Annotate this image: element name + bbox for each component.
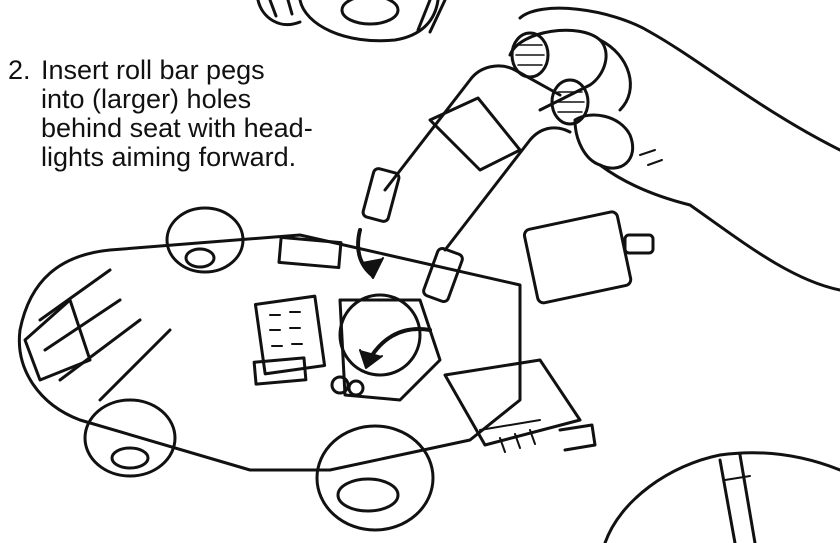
wheel-rear-right-icon bbox=[317, 426, 433, 530]
roll-bar-icon bbox=[362, 30, 606, 303]
buggy-chassis-icon bbox=[19, 235, 520, 470]
instruction-line-1: 2.Insert roll bar pegs bbox=[8, 56, 368, 85]
wheel-rear-left-icon bbox=[85, 400, 175, 476]
step-number: 2. bbox=[8, 56, 41, 85]
instruction-step: 2.Insert roll bar pegs into (larger) hol… bbox=[8, 56, 368, 172]
instruction-line-4: lights aiming forward. bbox=[8, 143, 368, 172]
instruction-line-2: into (larger) holes bbox=[8, 85, 368, 114]
previous-step-wheel-icon bbox=[258, 0, 445, 41]
instruction-line-3: behind seat with head- bbox=[8, 114, 368, 143]
hand-icon bbox=[520, 8, 840, 290]
engine-part-icon bbox=[445, 211, 653, 452]
instruction-text-1: Insert roll bar pegs bbox=[41, 55, 265, 85]
tool-inset-icon bbox=[605, 453, 840, 543]
